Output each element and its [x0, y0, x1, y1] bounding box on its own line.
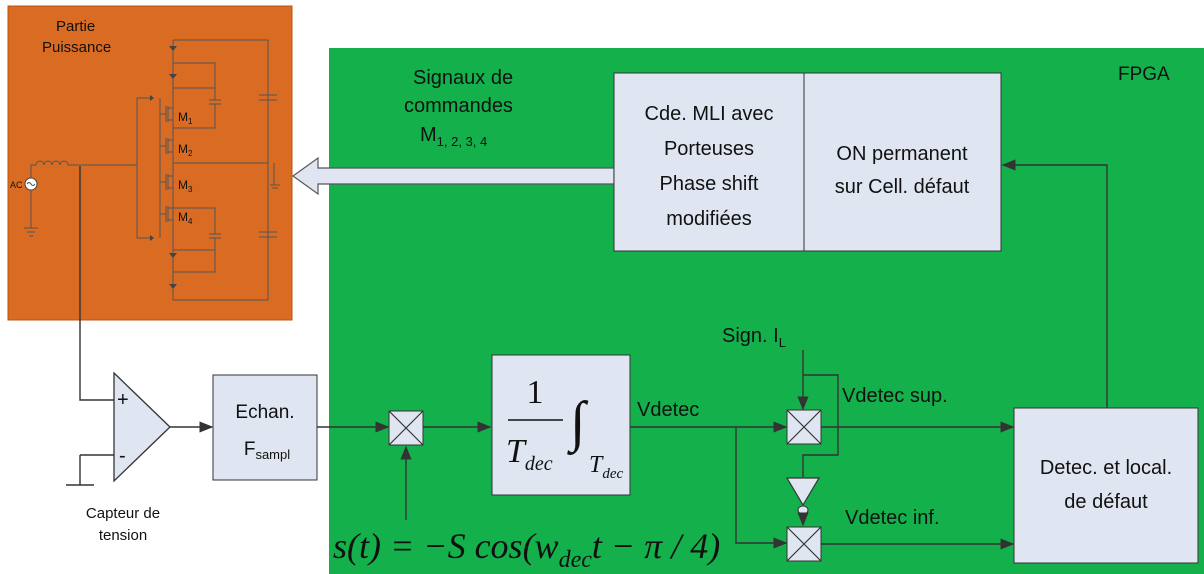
- diode-icon: [169, 46, 177, 51]
- command-arrow: [291, 156, 615, 196]
- on-line2: sur Cell. défaut: [835, 176, 970, 198]
- inductor-icon: [35, 160, 69, 166]
- transistor-m1: M1: [160, 106, 193, 126]
- opamp-minus: -: [119, 445, 126, 467]
- ground-icon: [24, 227, 38, 237]
- detec-line2: de défaut: [1064, 491, 1148, 513]
- multiplier-1: [388, 410, 424, 446]
- svg-text:M3: M3: [178, 178, 193, 194]
- svg-text:M4: M4: [178, 210, 193, 226]
- signals-line1: Signaux de: [413, 67, 513, 89]
- inverter-icon: [785, 477, 821, 507]
- echan-block: [212, 374, 318, 481]
- detec-block: [1013, 407, 1199, 564]
- vdetec-label: Vdetec: [637, 399, 699, 421]
- ac-source-label: AC: [10, 180, 23, 190]
- sign-il-label: Sign. IL: [722, 325, 786, 350]
- integrator-numerator: 1: [527, 374, 544, 411]
- on-block: [803, 72, 1002, 252]
- multiplier-inf: [786, 526, 822, 562]
- integrator-denominator: Tdec: [506, 433, 553, 475]
- svg-text:M2: M2: [178, 142, 193, 158]
- integrator-limit: Tdec: [589, 452, 624, 482]
- power-title-line2: Puissance: [42, 39, 111, 56]
- ground-icon: [66, 455, 94, 486]
- integrator-block: [491, 354, 631, 496]
- vdetec-sup-label: Vdetec sup.: [842, 385, 948, 407]
- power-section: Partie Puissance AC M1: [7, 5, 293, 321]
- mli-block: [613, 72, 805, 252]
- capteur-line2: tension: [99, 527, 147, 544]
- signals-m-label: M1, 2, 3, 4: [420, 124, 487, 149]
- integral-sign: ∫: [567, 391, 589, 456]
- opamp-plus: +: [117, 389, 129, 411]
- vdetec-inf-label: Vdetec inf.: [845, 507, 940, 529]
- echan-fsampl: Fsampl: [244, 439, 290, 462]
- mli-line3: Phase shift: [660, 173, 759, 195]
- transistor-m3: M3: [160, 174, 193, 194]
- opamp-symbol: [113, 371, 171, 483]
- fpga-label: FPGA: [1118, 64, 1170, 85]
- echan-line1: Echan.: [235, 402, 294, 423]
- mli-line2: Porteuses: [664, 138, 754, 160]
- equation-s-t: s(t) = −S cos(wdect − π / 4): [333, 526, 720, 573]
- detec-line1: Detec. et local.: [1040, 457, 1172, 479]
- mli-line1: Cde. MLI avec: [645, 103, 774, 125]
- transistor-m4: M4: [160, 206, 193, 226]
- mli-line4: modifiées: [666, 208, 752, 230]
- power-title-line1: Partie: [56, 18, 95, 35]
- signals-line2: commandes: [404, 95, 513, 117]
- multiplier-sup: [786, 409, 822, 445]
- svg-text:M1: M1: [178, 110, 193, 126]
- capteur-line1: Capteur de: [86, 505, 160, 522]
- on-line1: ON permanent: [836, 143, 968, 165]
- transistor-m2: M2: [160, 138, 193, 158]
